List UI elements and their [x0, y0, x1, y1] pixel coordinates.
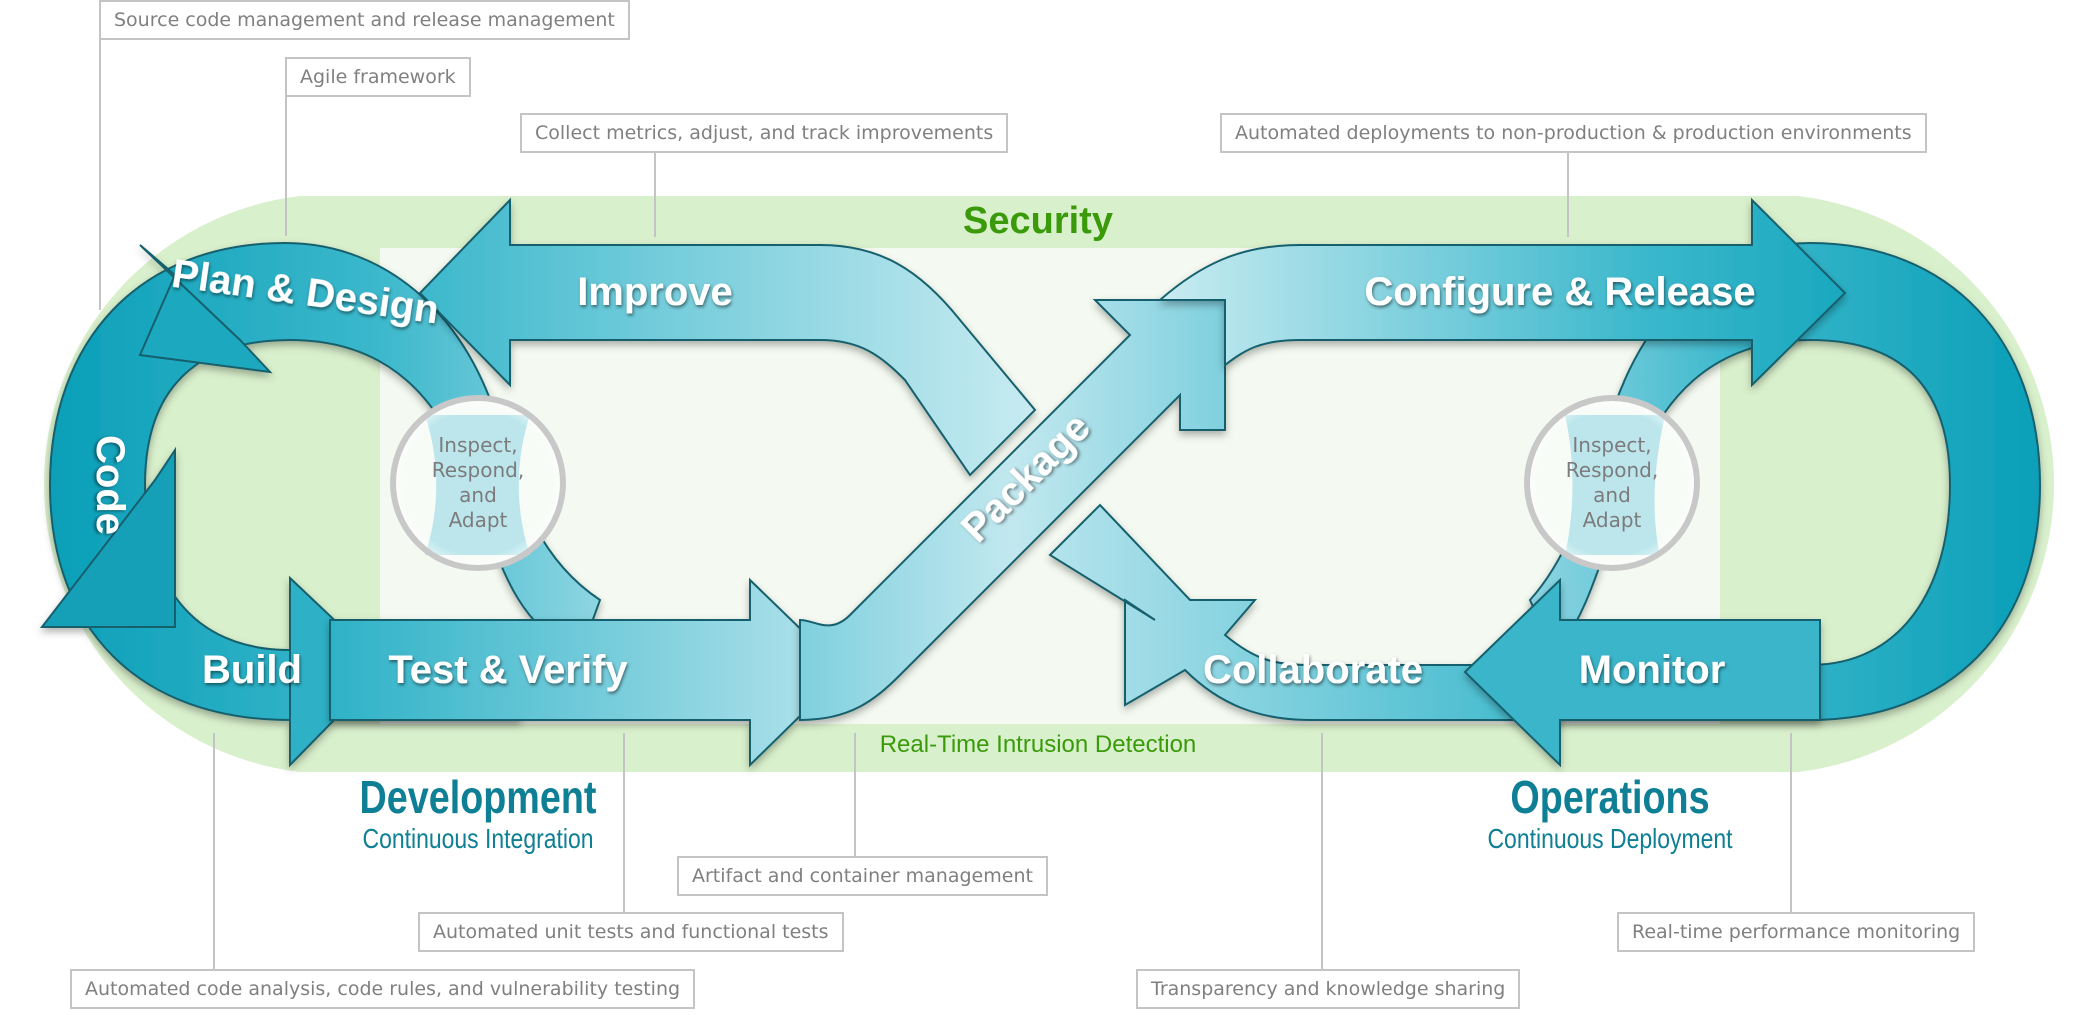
stage-configure-release: Configure & Release: [1364, 270, 1755, 314]
inspect-right-line-4: Adapt: [1583, 508, 1642, 532]
package-arrow: [799, 299, 1226, 722]
inspect-circle-right: Inspect, Respond, and Adapt: [1524, 395, 1700, 571]
inspect-left-line-2: Respond,: [432, 458, 524, 482]
phase-development-title: Development: [359, 771, 597, 823]
leader-metrics: [654, 152, 656, 237]
inspect-right-line-2: Respond,: [1566, 458, 1658, 482]
callout-artifact: Artifact and container management: [677, 856, 1048, 896]
phase-development-subtitle: Continuous Integration: [362, 823, 594, 854]
intrusion-detection-label: Real-Time Intrusion Detection: [880, 731, 1197, 758]
leader-transparency: [1321, 733, 1323, 971]
phase-operations-subtitle: Continuous Deployment: [1487, 823, 1733, 854]
leader-code-analysis: [213, 733, 215, 971]
stage-collaborate: Collaborate: [1203, 648, 1423, 692]
configure-release-arrow: [1157, 197, 1847, 388]
improve-arrow: [418, 197, 1037, 477]
callout-metrics: Collect metrics, adjust, and track impro…: [520, 113, 1009, 153]
leader-artifact: [854, 733, 856, 858]
test-verify-arrow: [329, 577, 847, 768]
callout-agile: Agile framework: [285, 57, 471, 97]
inspect-circle-left: Inspect, Respond, and Adapt: [390, 395, 566, 571]
stage-code: Code: [88, 435, 132, 535]
code-arrowhead: [39, 446, 176, 628]
inspect-left-line-1: Inspect,: [438, 433, 517, 457]
stage-monitor: Monitor: [1579, 648, 1726, 692]
leader-deployments: [1567, 152, 1569, 237]
leader-agile: [285, 96, 287, 236]
phase-operations-title: Operations: [1510, 771, 1710, 823]
inspect-right-line-3: and: [1593, 483, 1631, 507]
inspect-right-line-1: Inspect,: [1572, 433, 1651, 457]
inspect-left-line-4: Adapt: [449, 508, 508, 532]
security-label: Security: [963, 200, 1113, 242]
callout-transparency: Transparency and knowledge sharing: [1136, 969, 1521, 1009]
callout-code-analysis: Automated code analysis, code rules, and…: [70, 969, 696, 1009]
callout-source-code: Source code management and release manag…: [99, 0, 630, 40]
stage-build: Build: [202, 648, 302, 692]
stage-test-verify: Test & Verify: [388, 648, 628, 692]
inspect-left-line-3: and: [459, 483, 497, 507]
callout-deployments: Automated deployments to non-production …: [1220, 113, 1927, 153]
stage-improve: Improve: [577, 270, 733, 314]
leader-source-code: [99, 38, 101, 310]
collaborate-arrow: [1048, 503, 1561, 721]
monitor-arrow: [1463, 577, 1821, 768]
callout-unit-tests: Automated unit tests and functional test…: [418, 912, 844, 952]
plan-arrowhead: [138, 244, 273, 374]
leader-unit-tests: [623, 733, 625, 914]
leader-performance: [1790, 733, 1792, 914]
callout-performance: Real-time performance monitoring: [1617, 912, 1976, 952]
